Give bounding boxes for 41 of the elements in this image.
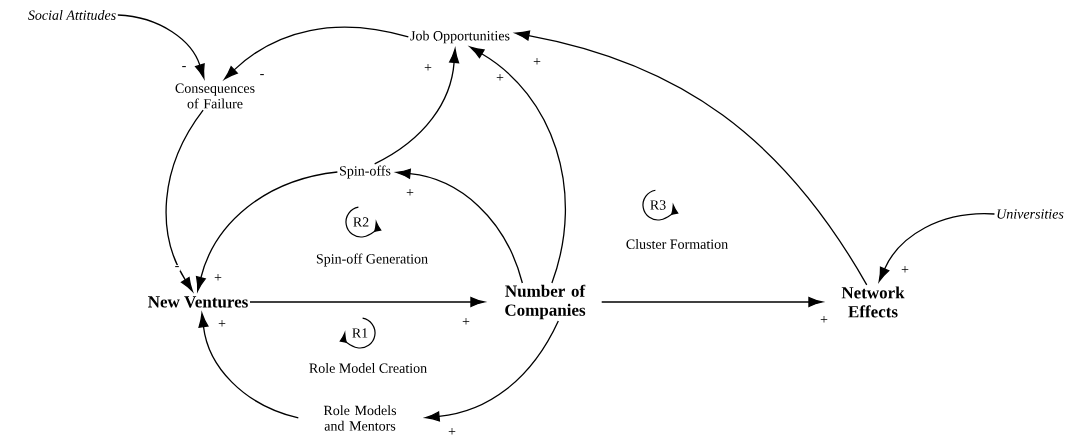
- polarity-sign: +: [900, 265, 910, 275]
- causal-arrow: [117, 14, 205, 79]
- causal-arrow: [396, 168, 523, 284]
- causal-arrow: [469, 46, 566, 284]
- causal-arrow: [165, 109, 204, 292]
- causal-arrow: [195, 171, 339, 292]
- causal-arrow: [374, 48, 460, 165]
- polarity-sign: -: [180, 65, 188, 71]
- polarity-sign: +: [461, 317, 471, 327]
- loop-label: R1: [352, 328, 368, 338]
- polarity-sign: +: [405, 188, 415, 198]
- polarity-sign: +: [819, 315, 829, 325]
- polarity-sign: +: [213, 273, 223, 283]
- causal-arrow: [223, 26, 409, 80]
- polarity-sign: +: [532, 57, 542, 67]
- polarity-sign: +: [423, 63, 433, 73]
- polarity-sign: +: [447, 427, 457, 437]
- loop-name: Cluster Formation: [626, 239, 728, 249]
- polarity-sign: +: [217, 319, 227, 329]
- causal-arrow: [198, 312, 299, 419]
- polarity-sign: -: [258, 73, 266, 79]
- polarity-sign: +: [495, 73, 505, 83]
- variable-label: Job Opportunities: [410, 30, 510, 44]
- loop-label: R2: [353, 217, 369, 227]
- causal-arrow: [601, 296, 823, 308]
- causal-arrow: [515, 30, 868, 286]
- variable-label: Network Effects: [841, 286, 905, 318]
- variable-label: Consequences of Failure: [175, 83, 255, 109]
- causal-arrow: [878, 213, 996, 282]
- variable-label: New Ventures: [148, 296, 248, 308]
- variable-label: Spin-offs: [340, 165, 391, 179]
- polarity-sign: -: [173, 265, 181, 271]
- variable-label: Social Attitudes: [28, 10, 116, 20]
- causal-arrow: [425, 320, 559, 422]
- variable-label: Role Models and Mentors: [323, 405, 397, 431]
- loop-label: R3: [650, 200, 666, 210]
- causal-arrow: [249, 296, 485, 308]
- variable-label: Universities: [997, 209, 1064, 219]
- loop-name: Spin-off Generation: [316, 253, 428, 267]
- loop-name: Role Model Creation: [309, 363, 427, 373]
- variable-label: Number of Companies: [505, 284, 586, 320]
